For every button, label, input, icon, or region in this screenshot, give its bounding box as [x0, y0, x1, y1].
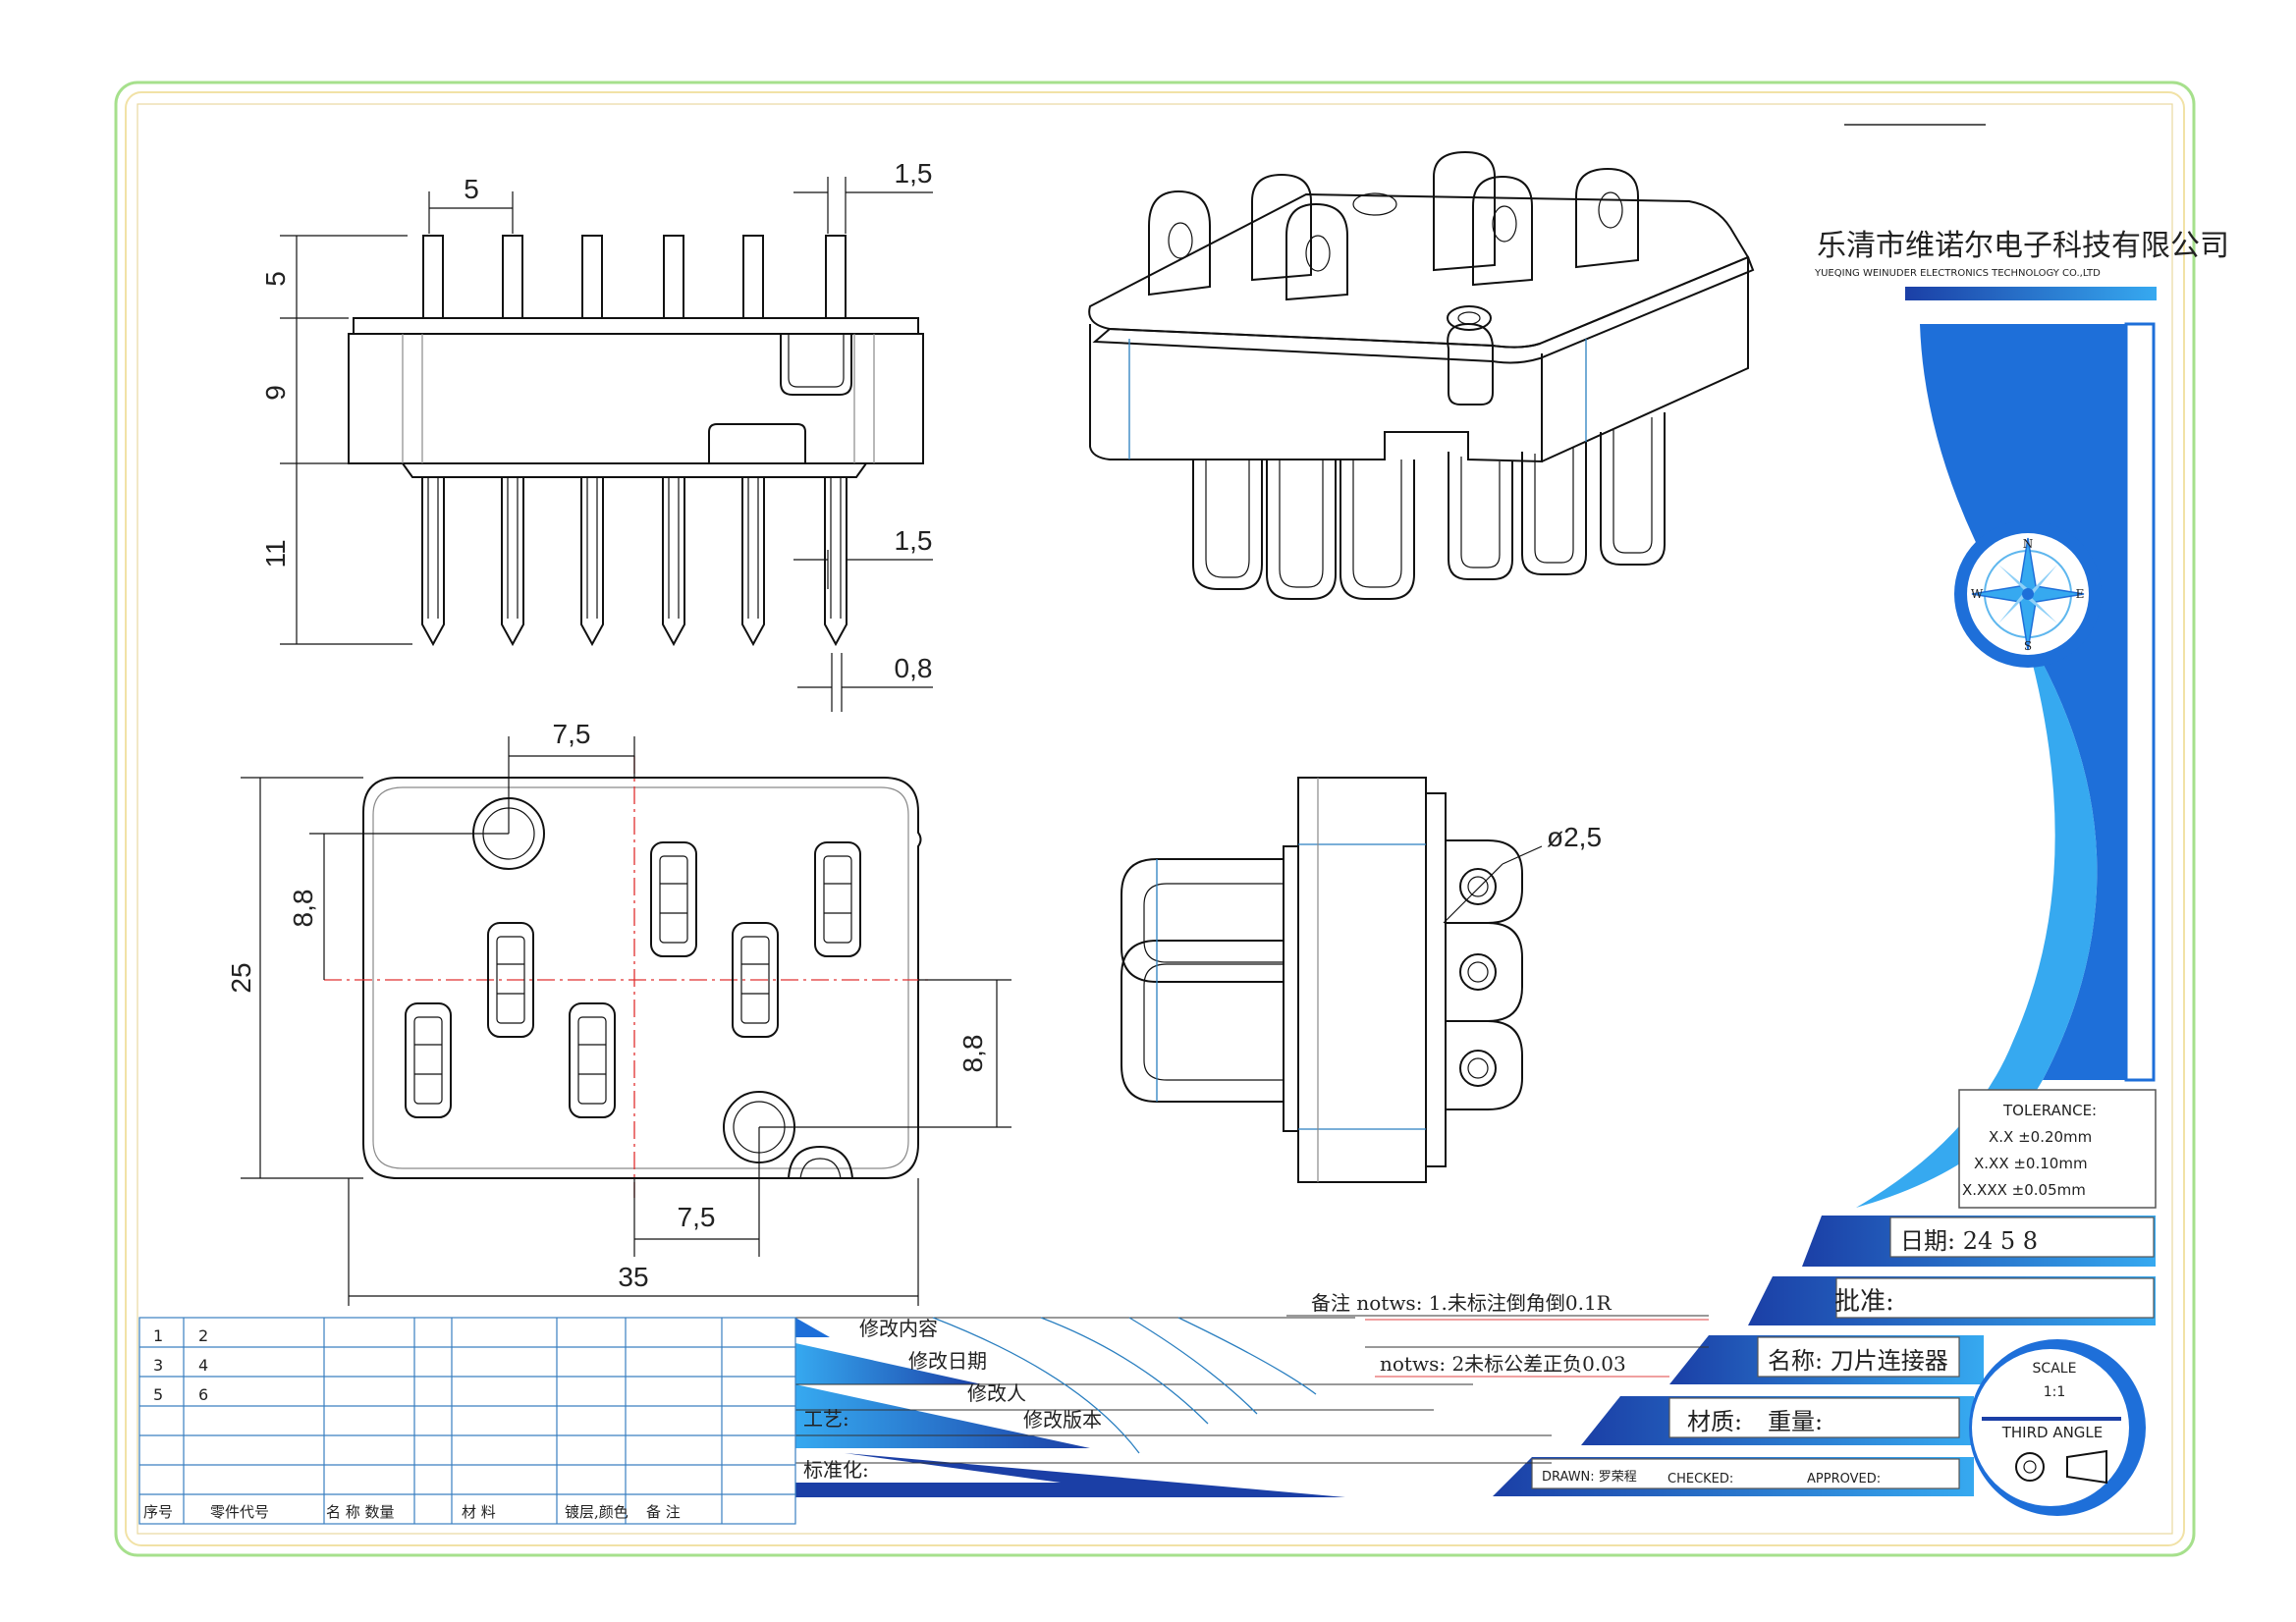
rev-version: 修改版本 [1023, 1408, 1102, 1432]
projection-label: THIRD ANGLE [2001, 1424, 2104, 1441]
rev-person: 修改人 [967, 1381, 1026, 1405]
table-header-seq: 序号 [143, 1503, 173, 1521]
side-view: ø2,5 [1121, 777, 1602, 1183]
front-view: 5 1,5 5 9 11 1,5 0,8 [260, 158, 933, 712]
dim-overall-height: 25 [226, 962, 256, 993]
title-drawn: DRAWN: 罗荣程 [1542, 1470, 1637, 1485]
dim-hole-diameter: ø2,5 [1547, 822, 1602, 852]
title-approved: APPROVED: [1807, 1472, 1881, 1487]
tolerance-row-1: X.X ±0.20mm [1989, 1128, 2092, 1146]
compass-w: W [1971, 587, 1984, 601]
table-header-material: 材 料 [462, 1503, 496, 1521]
table-cell: 2 [198, 1326, 208, 1345]
dim-hole2-offset-y: 8,8 [957, 1035, 988, 1073]
title-weight: 重量: [1768, 1408, 1823, 1435]
dim-hole2-offset-x: 7,5 [678, 1202, 716, 1232]
table-cell: 5 [153, 1385, 163, 1404]
plan-view: 7,5 8,8 25 8,8 7,5 35 [226, 719, 1011, 1306]
table-header-code: 零件代号 [210, 1503, 269, 1521]
dim-pin-tip: 0,8 [895, 653, 933, 683]
parts-table [138, 1317, 796, 1525]
compass-e: E [2076, 587, 2085, 601]
tolerance-row-2: X.XX ±0.10mm [1974, 1155, 2088, 1172]
table-cell: 1 [153, 1326, 163, 1345]
note-2: notws: 2未标公差正负0.03 [1380, 1352, 1626, 1376]
dim-top-pin-width: 1,5 [895, 158, 933, 189]
table-cell: 4 [198, 1356, 208, 1375]
rev-date: 修改日期 [908, 1349, 987, 1373]
rev-process: 工艺: [803, 1407, 849, 1431]
title-material: 材质: [1687, 1408, 1742, 1435]
dim-overall-width: 35 [618, 1262, 648, 1292]
company-name-cn: 乐清市维诺尔电子科技有限公司 [1817, 229, 2229, 263]
scale-label: SCALE [2033, 1361, 2077, 1377]
dim-hole-offset-y: 8,8 [288, 890, 318, 928]
dim-top-pitch: 5 [464, 174, 479, 204]
compass-s: S [2024, 639, 2032, 653]
title-decoration [1856, 287, 2157, 1208]
revision-block [795, 1317, 1552, 1497]
company-name-en: YUEQING WEINUDER ELECTRONICS TECHNOLOGY … [1814, 268, 2101, 279]
title-stripes [1493, 1216, 2156, 1496]
dim-bottom-pin-length: 11 [260, 539, 291, 568]
inner-frame [137, 103, 2173, 1535]
table-header-plating: 镀层,颜色 [565, 1503, 629, 1521]
middle-frame [125, 91, 2185, 1546]
table-header-remark: 备 注 [646, 1503, 681, 1521]
rev-content: 修改内容 [859, 1317, 938, 1340]
title-approve: 批准: [1834, 1287, 1894, 1317]
parts-table-cells: 1 2 3 4 5 6 序号 零件代号 名 称 数量 材 料 镀层,颜色 备 注 [143, 1326, 681, 1521]
tolerance-box [1958, 1089, 2157, 1209]
dim-top-pin-height: 5 [260, 271, 291, 287]
title-date: 日期: 24 5 8 [1900, 1227, 2038, 1255]
table-header-name-qty: 名 称 数量 [326, 1503, 395, 1521]
title-checked: CHECKED: [1667, 1472, 1733, 1487]
tolerance-row-3: X.XXX ±0.05mm [1962, 1181, 2086, 1199]
scale-badge [1969, 1339, 2146, 1516]
isometric-view [1088, 150, 1755, 600]
dim-hole-offset-x: 7,5 [553, 719, 591, 749]
table-cell: 3 [153, 1356, 163, 1375]
note-1: 备注 notws: 1.未标注倒角倒0.1R [1311, 1291, 1613, 1315]
outer-frame [114, 81, 2196, 1557]
rev-standard: 标准化: [803, 1458, 869, 1482]
tolerance-title: TOLERANCE: [2002, 1102, 2097, 1119]
scale-value: 1:1 [2044, 1384, 2066, 1400]
table-cell: 6 [198, 1385, 208, 1404]
compass-n: N [2023, 537, 2034, 551]
dim-bottom-pin-width: 1,5 [895, 525, 933, 556]
dim-body-height: 9 [260, 385, 291, 401]
title-name: 名称: 刀片连接器 [1768, 1347, 1948, 1375]
